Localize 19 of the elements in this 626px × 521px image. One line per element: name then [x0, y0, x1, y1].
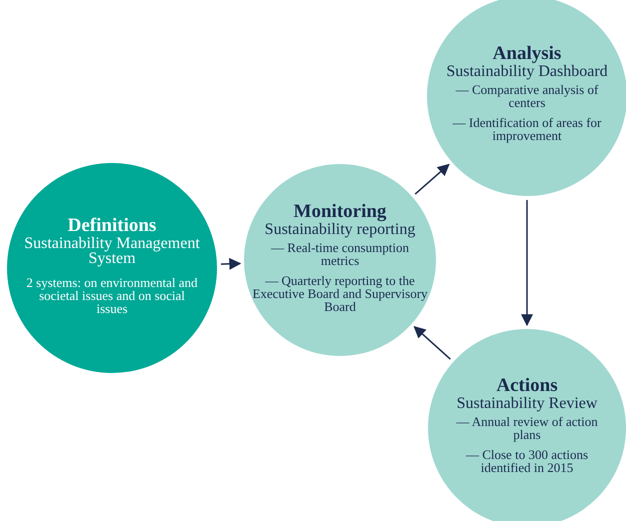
stage-subtitle: Sustainability Review [456, 396, 598, 411]
stage-description: — Close to 300 actions identified in 2015 [464, 448, 590, 474]
stage-description: — Annual review of action plans [455, 415, 599, 441]
stage-subtitle: Sustainability reporting [264, 222, 416, 236]
stage-title: Definitions [68, 214, 156, 236]
arrow [414, 164, 450, 195]
stage-title: Analysis [492, 43, 562, 64]
stage-title: Monitoring [294, 200, 386, 222]
stage-subtitle: Sustainability Management System [23, 236, 201, 266]
stage-description: — Comparative analysis of centers [454, 83, 600, 109]
stage-description: — Quarterly reporting to the Executive Board and Supervisory Board [251, 274, 429, 312]
stage-description: — Real-time consumption metrics [270, 240, 410, 266]
stage-subtitle: Sustainability Dashboard [446, 64, 608, 79]
stage-description: — Identification of areas for improvement [452, 116, 602, 142]
stage-description: 2 systems: on environmental and societal issues and on social issues [25, 276, 199, 314]
arrow [414, 326, 451, 360]
stage-title: Actions [496, 375, 558, 396]
arrow [521, 200, 533, 326]
arrow [220, 258, 242, 270]
